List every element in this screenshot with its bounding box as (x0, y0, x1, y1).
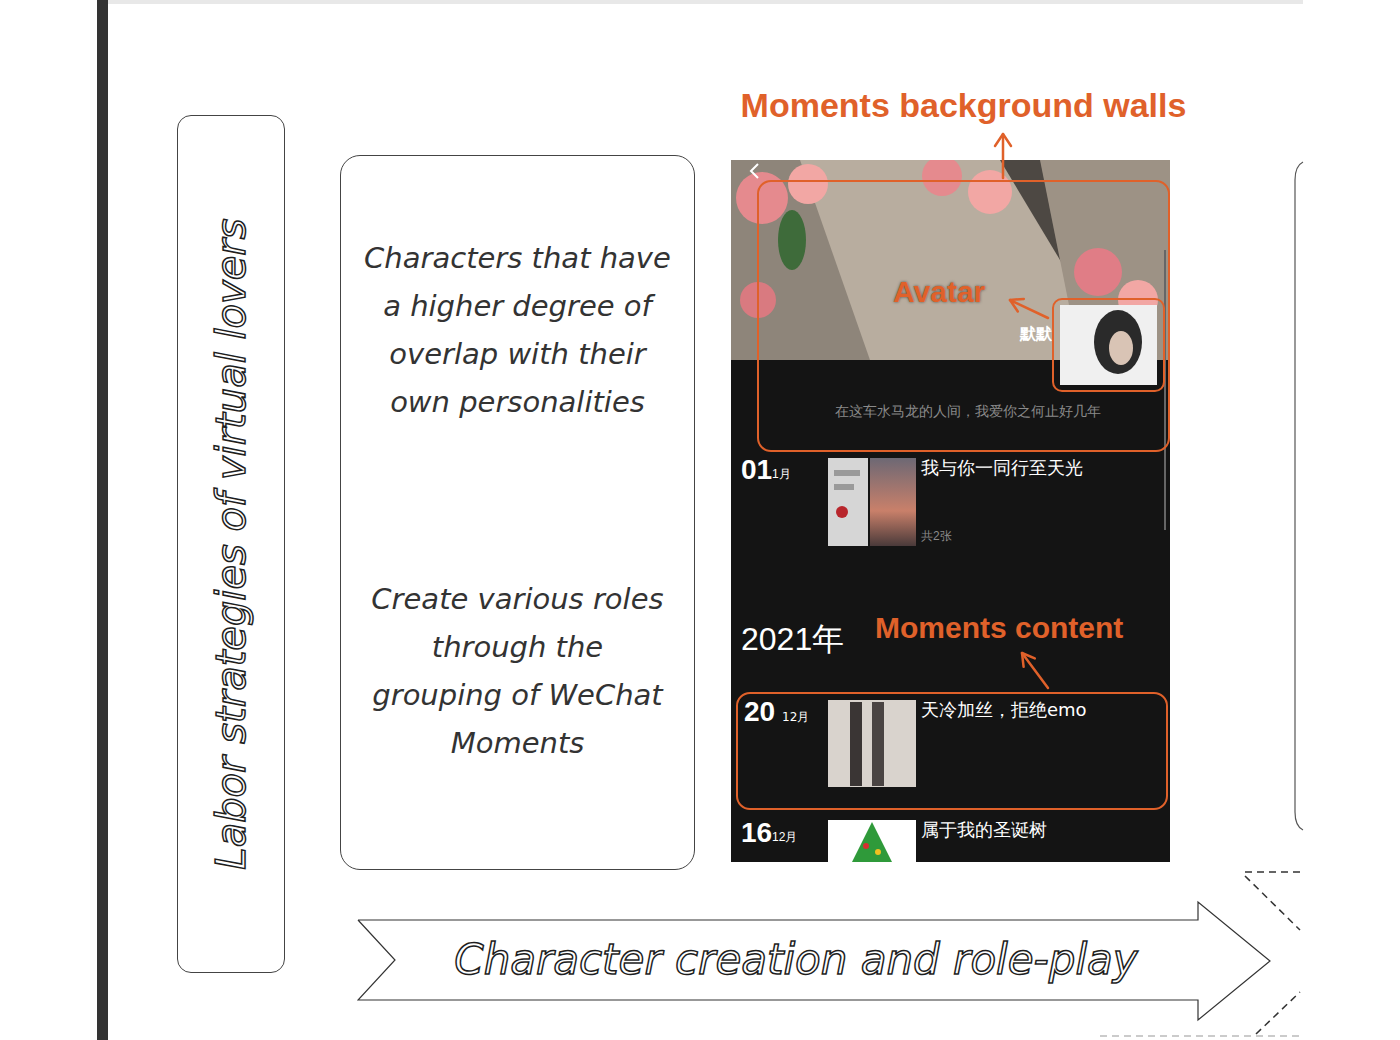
post-thumbnails (870, 458, 916, 546)
post-day: 20 (744, 698, 775, 726)
page-frame (97, 0, 108, 1040)
next-panel-edge (1295, 162, 1303, 830)
post-text: 属于我的圣诞树 (921, 821, 1047, 841)
highlight-box: Avatar (1052, 298, 1165, 392)
leader-arrow (1010, 299, 1024, 312)
leader-arrow (1022, 653, 1035, 667)
avatar-picture (1060, 305, 1157, 385)
post-thumbnails (852, 822, 892, 862)
page-frame (108, 0, 1303, 4)
leader-arrow (1022, 653, 1048, 688)
leader-arrow (1002, 134, 1005, 178)
flower-photo (1074, 248, 1122, 296)
post-thumbnails (828, 700, 916, 787)
signature-text: 在这车水马龙的人间，我爱你之何止好几年 (835, 403, 1101, 419)
band-text: Character creation and role-play (454, 936, 1137, 984)
avatar-picture (1060, 305, 1157, 385)
flower-photo (778, 210, 806, 270)
dashed-connector (1245, 871, 1302, 873)
scrollbar (1164, 250, 1166, 530)
post-month: 12月 (772, 831, 797, 844)
arrow-band: Character creation and role-play (357, 900, 1272, 1022)
page-frame (97, 0, 1303, 1040)
post-thumbnails (828, 458, 916, 862)
year-heading: 2021年 (741, 622, 844, 657)
moments-screenshot (731, 156, 1170, 862)
post-day: 01 (741, 455, 772, 486)
post-text: 天冷加丝，拒绝emo (921, 700, 1087, 721)
moments-screenshot (731, 160, 1170, 862)
arrow-band-outline (358, 902, 1270, 1020)
annotation-heading: Moments background walls (741, 88, 1187, 122)
post-month: 12月 (782, 711, 809, 725)
vertical-title: Labor strategies of virtual lovers (208, 218, 254, 869)
body-text: Characters that have a higher degree of … (363, 234, 672, 426)
post-thumbnails (875, 849, 881, 855)
post-thumbnails (872, 702, 884, 786)
photo-count: 共2张 (921, 530, 952, 543)
post-day: 16 (741, 818, 772, 849)
vertical-title-box: Labor strategies of virtual lovers (177, 115, 285, 973)
avatar-picture (1094, 310, 1142, 374)
dashed-connector (1245, 876, 1300, 930)
post-month: 1月 (772, 468, 791, 481)
post-thumbnails (836, 506, 848, 518)
post-thumbnails (828, 820, 916, 862)
post-thumbnails (828, 458, 868, 546)
highlight-box: Moments background walls默默在这车水马龙的人间，我爱你之… (757, 180, 1170, 452)
flower-photo (968, 170, 1012, 214)
leader-arrow (995, 134, 1011, 146)
highlight-box: Moments content2012月天冷加丝，拒绝emo (736, 692, 1168, 810)
post-thumbnails (834, 484, 854, 490)
flower-photo (788, 164, 828, 204)
annotation-heading: Avatar (893, 277, 985, 307)
body-text: Create various roles through the groupin… (363, 575, 672, 767)
avatar-picture (1109, 331, 1133, 365)
flower-photo (922, 160, 962, 196)
post-thumbnails (850, 702, 862, 786)
next-panel-edge (1295, 162, 1303, 830)
back-chevron (751, 164, 758, 178)
post-text: 我与你一同行至天光 (921, 459, 1083, 479)
strategy-box: Characters that have a higher degree of … (340, 155, 695, 870)
user-name: 默默 (1020, 325, 1052, 343)
post-thumbnails (834, 470, 860, 476)
dashed-connector (1100, 1035, 1300, 1037)
post-thumbnails (863, 843, 869, 849)
dashed-connector (1256, 992, 1300, 1034)
annotation-heading: Moments content (875, 613, 1123, 643)
